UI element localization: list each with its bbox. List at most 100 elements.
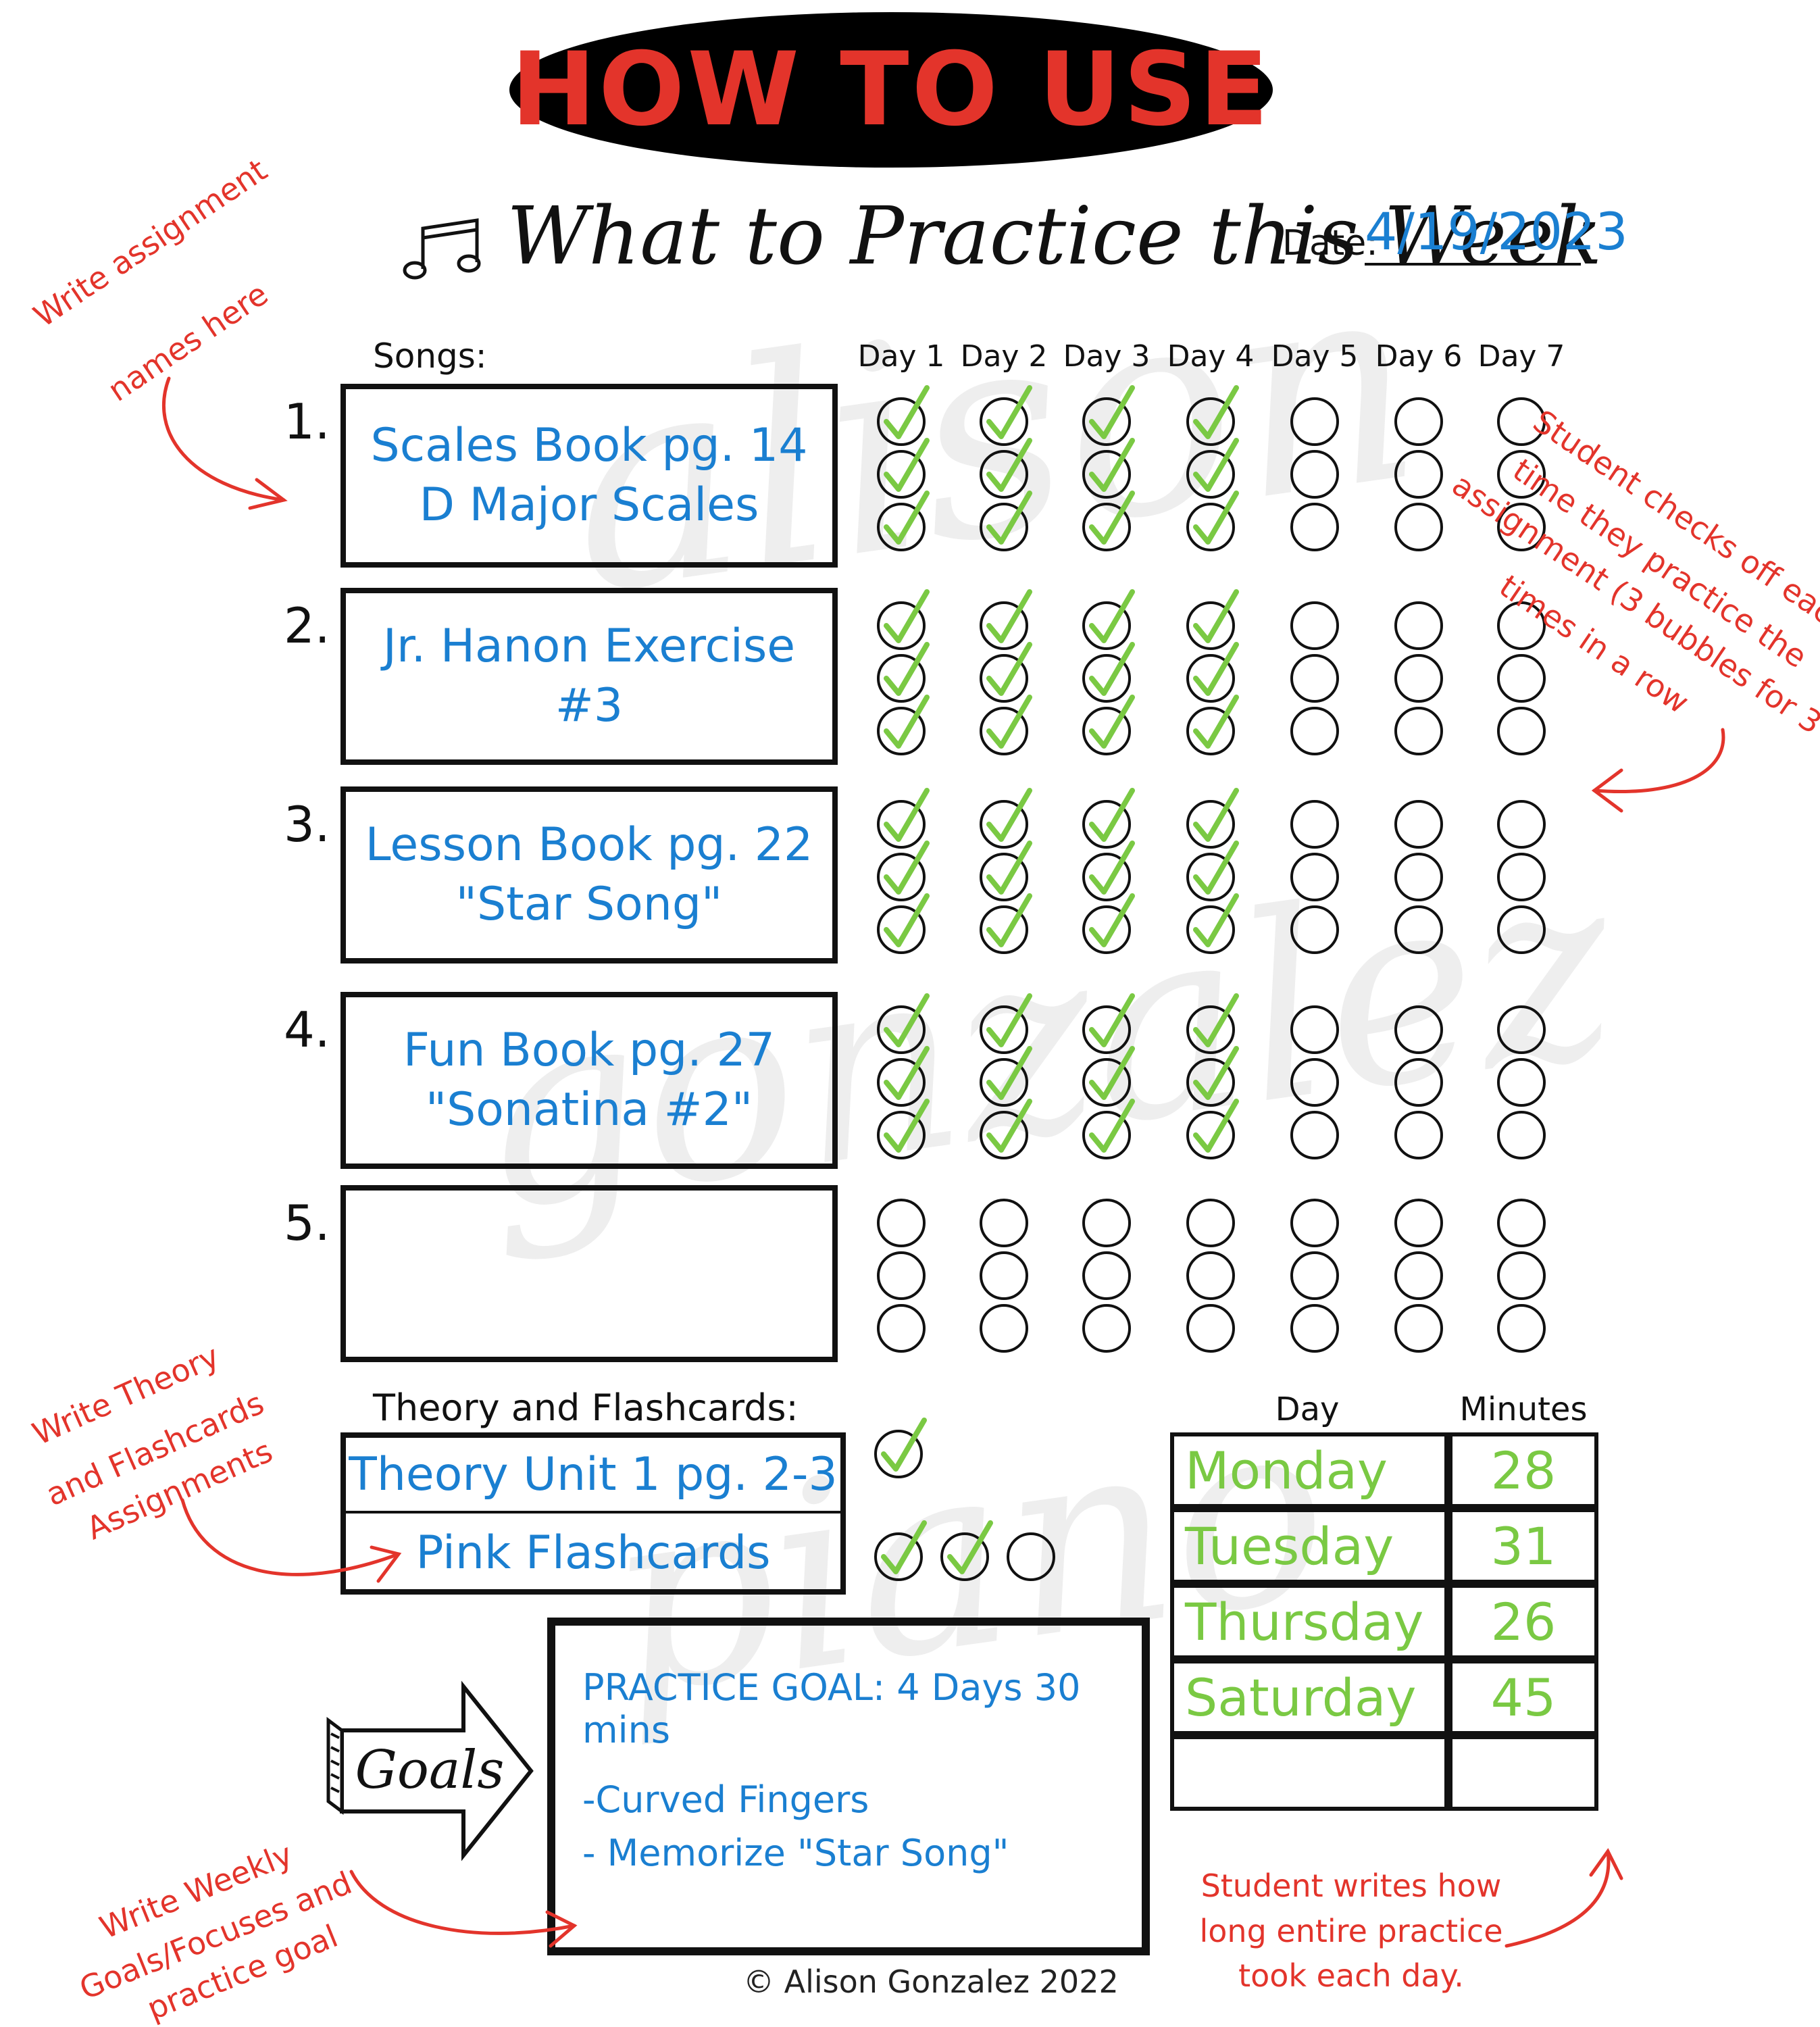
log-minutes-cell[interactable]: 26 (1448, 1584, 1598, 1659)
practice-bubble[interactable] (1394, 905, 1443, 954)
practice-bubble[interactable] (1186, 1099, 1239, 1159)
practice-bubble[interactable] (1082, 1199, 1131, 1247)
practice-goal-box[interactable]: PRACTICE GOAL: 4 Days 30 mins -Curved Fi… (547, 1618, 1150, 1955)
practice-bubble[interactable] (1082, 1304, 1131, 1353)
practice-bubble[interactable] (1394, 1058, 1443, 1107)
practice-bubble[interactable] (877, 642, 930, 703)
theory-bubble[interactable] (940, 1520, 993, 1581)
practice-bubble[interactable] (1186, 385, 1239, 446)
practice-bubble[interactable] (877, 1046, 930, 1107)
practice-bubble[interactable] (980, 993, 1032, 1054)
practice-bubble[interactable] (877, 1199, 926, 1247)
practice-bubble[interactable] (1082, 385, 1135, 446)
practice-bubble[interactable] (1290, 1304, 1339, 1353)
practice-bubble[interactable] (1394, 1251, 1443, 1300)
practice-bubble[interactable] (980, 695, 1032, 755)
practice-bubble[interactable] (1497, 1199, 1546, 1247)
practice-bubble[interactable] (877, 695, 930, 755)
practice-bubble[interactable] (1290, 905, 1339, 954)
theory-row-2[interactable]: Pink Flashcards (415, 1526, 771, 1580)
practice-bubble[interactable] (1082, 438, 1135, 499)
practice-bubble[interactable] (1290, 1199, 1339, 1247)
practice-bubble[interactable] (1082, 993, 1135, 1054)
practice-bubble[interactable] (877, 841, 930, 901)
practice-bubble[interactable] (1497, 654, 1546, 703)
practice-bubble[interactable] (877, 993, 930, 1054)
practice-bubble[interactable] (1497, 1111, 1546, 1159)
practice-bubble[interactable] (980, 385, 1032, 446)
practice-bubble[interactable] (1497, 397, 1546, 446)
practice-bubble[interactable] (1186, 438, 1239, 499)
practice-bubble[interactable] (877, 385, 930, 446)
practice-bubble[interactable] (1394, 853, 1443, 901)
practice-bubble[interactable] (1394, 601, 1443, 650)
log-minutes-cell[interactable]: 45 (1448, 1659, 1598, 1735)
practice-bubble[interactable] (877, 788, 930, 849)
practice-bubble[interactable] (980, 491, 1032, 551)
practice-bubble[interactable] (1497, 905, 1546, 954)
practice-bubble[interactable] (1186, 1304, 1235, 1353)
practice-bubble[interactable] (980, 841, 1032, 901)
practice-bubble[interactable] (1290, 397, 1339, 446)
practice-bubble[interactable] (1186, 993, 1239, 1054)
log-day-cell[interactable]: Saturday (1170, 1659, 1448, 1735)
practice-bubble[interactable] (1082, 695, 1135, 755)
practice-bubble[interactable] (877, 1099, 930, 1159)
practice-bubble[interactable] (1186, 491, 1239, 551)
theory-bubble[interactable] (1007, 1532, 1055, 1581)
song-box-2[interactable]: Jr. Hanon Exercise #3 (340, 588, 838, 765)
practice-bubble[interactable] (1290, 1058, 1339, 1107)
practice-bubble[interactable] (1394, 397, 1443, 446)
practice-bubble[interactable] (980, 642, 1032, 703)
practice-bubble[interactable] (1497, 1304, 1546, 1353)
practice-bubble[interactable] (1497, 1251, 1546, 1300)
practice-bubble[interactable] (877, 589, 930, 650)
practice-bubble[interactable] (1497, 853, 1546, 901)
log-day-cell[interactable]: Tuesday (1170, 1508, 1448, 1584)
practice-bubble[interactable] (1290, 450, 1339, 499)
practice-bubble[interactable] (1186, 788, 1239, 849)
log-day-cell[interactable]: Monday (1170, 1432, 1448, 1508)
practice-bubble[interactable] (1186, 841, 1239, 901)
practice-bubble[interactable] (1082, 841, 1135, 901)
date-field[interactable]: 4/19/2023 (1365, 201, 1628, 266)
practice-bubble[interactable] (980, 788, 1032, 849)
practice-bubble[interactable] (1497, 1058, 1546, 1107)
practice-bubble[interactable] (1394, 1304, 1443, 1353)
practice-bubble[interactable] (1394, 707, 1443, 755)
practice-bubble[interactable] (1394, 800, 1443, 849)
practice-bubble[interactable] (1290, 503, 1339, 551)
theory-bubble[interactable] (874, 1520, 927, 1581)
song-box-3[interactable]: Lesson Book pg. 22"Star Song" (340, 786, 838, 964)
practice-bubble[interactable] (1082, 1251, 1131, 1300)
practice-bubble[interactable] (1497, 707, 1546, 755)
practice-bubble[interactable] (1186, 642, 1239, 703)
practice-bubble[interactable] (1082, 1046, 1135, 1107)
practice-bubble[interactable] (980, 1304, 1028, 1353)
practice-bubble[interactable] (980, 1251, 1028, 1300)
log-minutes-cell[interactable] (1448, 1735, 1598, 1811)
theory-bubble[interactable] (874, 1418, 927, 1478)
log-day-cell[interactable]: Thursday (1170, 1584, 1448, 1659)
practice-bubble[interactable] (877, 491, 930, 551)
log-minutes-cell[interactable]: 31 (1448, 1508, 1598, 1584)
song-box-4[interactable]: Fun Book pg. 27"Sonatina #2" (340, 992, 838, 1169)
practice-bubble[interactable] (877, 893, 930, 954)
practice-bubble[interactable] (1290, 853, 1339, 901)
practice-bubble[interactable] (1082, 1099, 1135, 1159)
song-box-5[interactable] (340, 1185, 838, 1362)
practice-bubble[interactable] (1290, 601, 1339, 650)
practice-bubble[interactable] (980, 589, 1032, 650)
practice-bubble[interactable] (1394, 654, 1443, 703)
practice-bubble[interactable] (1186, 695, 1239, 755)
log-day-cell[interactable] (1170, 1735, 1448, 1811)
practice-bubble[interactable] (1497, 503, 1546, 551)
practice-bubble[interactable] (1082, 642, 1135, 703)
practice-bubble[interactable] (980, 1199, 1028, 1247)
theory-row-1[interactable]: Theory Unit 1 pg. 2-3 (349, 1447, 838, 1501)
practice-bubble[interactable] (980, 1099, 1032, 1159)
practice-bubble[interactable] (1394, 1199, 1443, 1247)
practice-bubble[interactable] (1082, 589, 1135, 650)
practice-bubble[interactable] (1497, 450, 1546, 499)
practice-bubble[interactable] (1290, 1111, 1339, 1159)
